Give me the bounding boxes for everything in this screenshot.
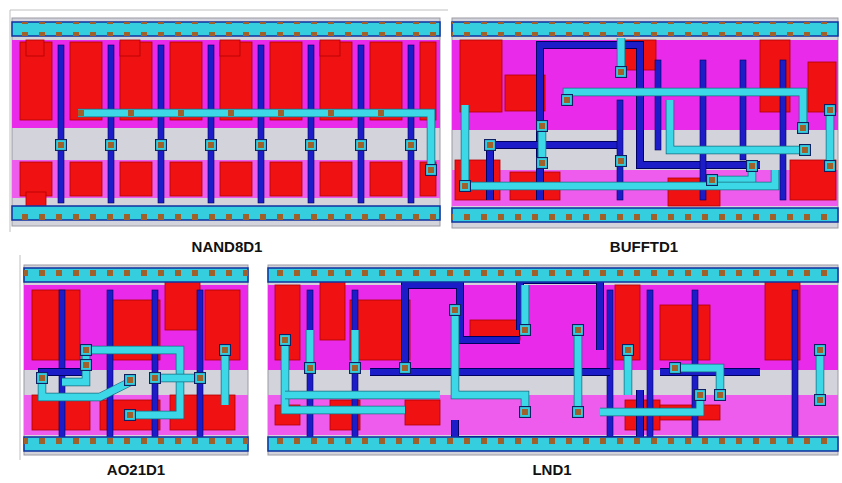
lnd1-layout: [268, 265, 838, 455]
cell-block: BUFFTD1: [448, 15, 840, 257]
cell-block: LND1: [264, 258, 840, 480]
cell-name: LND1: [530, 461, 573, 479]
bufftd1-layout: [452, 18, 838, 228]
cell-name: AO21D1: [105, 461, 167, 479]
cell-block: NAND8D1: [10, 15, 444, 257]
ao21d1-layout: [24, 265, 248, 455]
cell-name: BUFFTD1: [608, 238, 680, 256]
cell-block: AO21D1: [20, 258, 252, 480]
nand8-layout: [12, 18, 440, 226]
cell-name: NAND8D1: [190, 238, 265, 256]
